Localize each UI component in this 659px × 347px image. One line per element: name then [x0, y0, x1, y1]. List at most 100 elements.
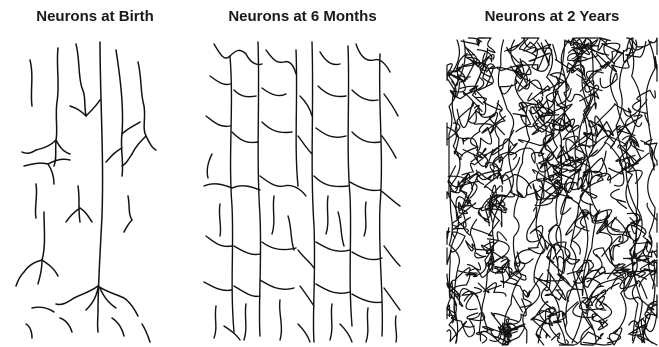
- panel-title-birth: Neurons at Birth: [0, 8, 190, 25]
- neuron-fiber: [262, 242, 296, 250]
- neuron-fiber: [380, 190, 400, 206]
- neuron-fiber: [467, 264, 494, 277]
- neuron-fiber: [24, 163, 48, 166]
- neuron-fiber: [56, 298, 74, 305]
- neuron-fiber: [366, 308, 368, 342]
- neuron-fiber: [326, 196, 328, 234]
- neuron-fiber: [623, 99, 647, 116]
- panel-title-6-months: Neurons at 6 Months: [200, 8, 405, 25]
- neuron-fiber: [352, 252, 382, 260]
- neuron-fiber: [206, 236, 232, 246]
- neuron-fiber: [36, 140, 56, 150]
- neuron-fiber: [78, 186, 80, 222]
- neuron-fiber: [395, 316, 396, 342]
- neuron-fiber: [352, 90, 378, 101]
- neuron-fiber: [132, 136, 146, 154]
- neuron-fiber: [116, 50, 123, 176]
- neuron-fiber: [30, 60, 32, 106]
- neuron-fiber: [298, 136, 312, 154]
- neuron-fiber: [600, 73, 617, 88]
- neuron-fiber: [509, 137, 551, 163]
- neuron-fiber: [48, 159, 70, 164]
- neuron-drawing-2-years: [445, 36, 659, 347]
- neuron-fiber: [32, 307, 54, 312]
- neuron-fiber: [42, 212, 45, 260]
- neuron-fiber: [232, 132, 258, 143]
- neuron-fiber: [234, 90, 256, 97]
- neuron-fiber: [316, 284, 350, 293]
- neuron-fiber: [300, 286, 314, 306]
- neuron-fiber: [316, 242, 350, 251]
- neuron-fiber: [611, 189, 627, 208]
- neuron-fiber: [56, 48, 58, 140]
- neuron-fiber: [122, 122, 140, 134]
- neuron-fiber: [122, 154, 132, 166]
- neuron-drawing-birth: [0, 36, 190, 347]
- neuron-fiber: [26, 324, 32, 338]
- neuron-fiber: [214, 44, 246, 58]
- neuron-fiber: [384, 288, 400, 310]
- neuron-fiber: [262, 88, 286, 96]
- neuron-fiber: [616, 40, 638, 341]
- neuron-fiber: [350, 182, 380, 191]
- panel-neurons-at-birth: Neurons at Birth: [0, 0, 190, 347]
- neuron-fiber: [24, 260, 42, 272]
- neuron-fiber: [80, 208, 92, 222]
- neuron-fiber: [234, 286, 260, 296]
- neuron-fiber: [356, 44, 390, 72]
- neuron-fiber: [146, 136, 156, 150]
- neuron-fiber: [380, 54, 383, 336]
- neuron-fiber: [298, 250, 314, 268]
- neuron-fiber: [384, 246, 400, 266]
- neuron-fiber: [318, 86, 346, 97]
- neuron-fiber: [338, 212, 344, 246]
- neuron-drawing-6-months: [200, 36, 405, 347]
- neuron-fiber: [512, 290, 531, 312]
- neuron-fiber: [128, 196, 132, 220]
- panel-title-2-years: Neurons at 2 Years: [445, 8, 659, 25]
- neuron-fiber: [142, 324, 150, 342]
- neuron-fiber: [214, 306, 216, 338]
- neuron-fiber: [463, 138, 482, 158]
- neuron-fiber: [262, 122, 292, 133]
- neuron-fiber: [447, 321, 474, 341]
- neuron-fiber: [66, 208, 80, 222]
- neuron-fiber: [124, 298, 138, 316]
- neuron-fiber: [60, 318, 72, 332]
- neuron-fiber: [42, 260, 58, 276]
- neuron-fiber: [54, 140, 56, 166]
- neuron-fiber: [316, 128, 346, 137]
- neuron-fiber: [204, 184, 232, 188]
- neuron-fiber: [314, 176, 348, 187]
- neuron-fiber: [340, 324, 352, 342]
- neuron-fiber: [288, 216, 294, 250]
- neuron-fiber: [382, 136, 396, 158]
- neuron-fiber: [219, 204, 220, 236]
- neuron-fiber: [384, 94, 398, 116]
- neuron-fiber: [246, 54, 262, 65]
- neuron-fiber: [244, 304, 246, 340]
- neuron-fiber: [462, 155, 486, 175]
- neuron-fiber: [352, 132, 380, 143]
- neuron-fiber: [56, 140, 70, 154]
- neuron-fiber: [300, 96, 312, 116]
- neuron-fiber: [232, 186, 260, 190]
- neuron-fiber: [516, 102, 531, 132]
- neuron-fiber: [272, 196, 274, 234]
- neuron-fiber: [207, 154, 212, 178]
- neuron-fiber: [234, 246, 260, 255]
- neuron-fiber: [312, 42, 315, 342]
- neuron-fiber: [98, 42, 103, 311]
- neuron-fiber: [280, 300, 282, 340]
- neuron-fiber: [641, 141, 654, 171]
- neuron-fiber: [455, 102, 473, 139]
- neuron-fiber: [86, 100, 100, 116]
- neuron-fiber: [466, 219, 477, 250]
- neuron-fiber: [48, 164, 54, 184]
- neuron-fiber: [320, 52, 340, 65]
- neuron-fiber: [74, 286, 98, 298]
- neuron-fiber: [35, 184, 36, 218]
- neuron-fiber: [266, 50, 296, 74]
- neuron-fiber: [447, 228, 450, 245]
